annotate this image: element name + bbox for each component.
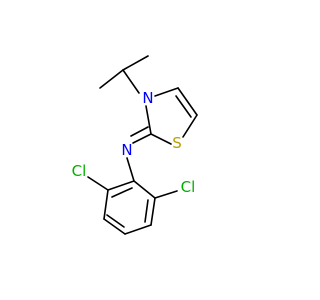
bond-c5-s [182,114,198,138]
bond-c2-n [145,105,152,135]
bond-ar-6-1-double [111,187,133,198]
atom-cl-left: Cl [72,162,87,180]
bond-ar-2-3 [150,197,156,226]
bond-ar-3-4 [124,224,152,235]
bond-ar-4-5-double [106,214,125,228]
bond-c2-n-imine-double [130,126,149,137]
bond-n-imine-aryl [126,157,135,182]
atom-cl-right: Cl [181,178,196,196]
bond-n-c4 [154,87,179,97]
bond-ar-5-6 [103,189,109,220]
atom-n-ring: N [142,89,153,107]
bond-ch3-left [99,69,124,89]
atom-s: S [172,134,182,152]
bond-c4-c5-double [175,95,192,118]
bond-c4-c5 [177,87,198,116]
bond-ar-1-2 [133,180,156,199]
bond-ar-6-1 [107,180,135,191]
bond-ar-cl-left [87,176,109,191]
atom-labels: N S N Cl Cl [72,89,196,196]
bond-ar-cl-right [154,190,178,199]
bonds [87,55,198,235]
bond-ar-4-5 [103,218,126,235]
atom-n-imine: N [121,141,132,159]
bond-s-c2 [150,133,172,145]
bond-ch3-top [122,55,149,71]
bond-ar-2-3-double [144,199,149,223]
bond-ch-n [122,69,140,94]
structure-canvas: N S N Cl Cl [71,55,198,235]
bond-c2-n-imine [132,133,152,144]
